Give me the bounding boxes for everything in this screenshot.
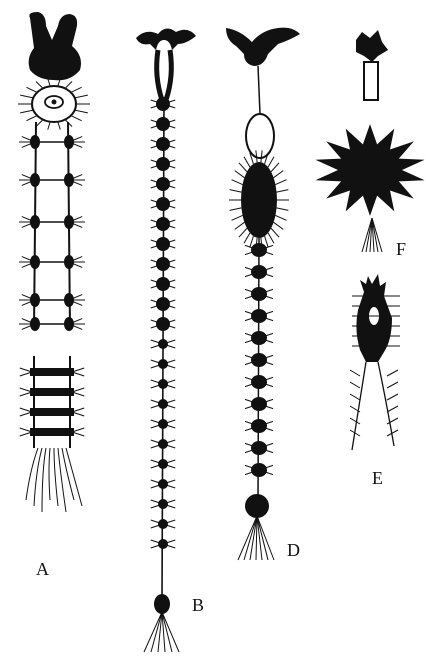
specimen-a-head (29, 12, 81, 80)
specimen-f-tail (362, 218, 382, 252)
tail-bristle (54, 448, 58, 506)
thorax-hair (26, 116, 37, 121)
hair (387, 382, 398, 388)
terminal-node (245, 494, 269, 518)
hair (239, 163, 247, 172)
thorax-hair (75, 110, 88, 113)
terminal-node (154, 594, 170, 614)
label-b: B (192, 595, 204, 615)
specimen-b (136, 28, 196, 652)
tail-bristle (42, 448, 46, 512)
axis (258, 66, 260, 114)
specimen-f-spiny-body (315, 124, 424, 216)
hair (239, 228, 247, 237)
label-f: F (396, 239, 406, 259)
hair (277, 208, 289, 210)
specimen-d-pale-segment (246, 114, 274, 158)
thorax-hair (36, 120, 43, 127)
hair (277, 190, 289, 192)
hair (232, 215, 243, 220)
thorax-hair (71, 87, 82, 92)
tail-bristle (49, 448, 50, 500)
hair (232, 180, 243, 185)
hair (244, 233, 250, 243)
hair (235, 222, 245, 229)
specimen-f (315, 30, 424, 252)
specimen-a-hairs (18, 78, 90, 512)
specimen-d-dark-segment (241, 162, 277, 238)
label-d: D (287, 540, 300, 560)
hair (350, 418, 360, 424)
hair (350, 394, 360, 400)
hair (244, 157, 250, 167)
hair (275, 215, 286, 220)
tail-bristle (58, 448, 66, 512)
specimen-b-body (144, 97, 179, 652)
thorax-hair (58, 122, 60, 130)
thorax-hair (20, 95, 33, 98)
thorax-hair (75, 95, 88, 98)
hair (350, 382, 360, 388)
hair (274, 222, 284, 229)
hair (387, 394, 398, 400)
tail-bristle (257, 516, 268, 560)
label-e: E (372, 468, 383, 488)
tail-bristle (26, 448, 38, 500)
specimen-a-body (30, 122, 74, 448)
tail-bristle (238, 516, 257, 560)
thorax-hair (65, 81, 72, 88)
specimen-f-neck (364, 62, 378, 100)
specimen-d (226, 28, 300, 560)
specimen-b-neck (157, 50, 172, 100)
hair (275, 180, 286, 185)
hair (387, 370, 398, 376)
label-a: A (36, 559, 49, 579)
thorax-hair (26, 87, 37, 92)
hair (271, 163, 279, 172)
hair (274, 171, 284, 178)
thorax-hair (36, 81, 43, 88)
specimen-d-head (226, 28, 300, 66)
hair (268, 157, 274, 167)
hair (387, 406, 398, 412)
tail-bristle (244, 516, 257, 560)
hair (230, 190, 242, 192)
specimen-e (350, 274, 400, 450)
thorax-hair (20, 110, 33, 113)
specimen-f-head (356, 30, 388, 62)
specimen-a (18, 12, 90, 512)
thorax-hair (71, 116, 82, 121)
hair (268, 233, 274, 243)
hair (235, 171, 245, 178)
hair (350, 370, 360, 376)
hair (230, 208, 242, 210)
specimen-b-head (136, 28, 196, 50)
thorax-hair (48, 122, 50, 130)
hair (271, 228, 279, 237)
